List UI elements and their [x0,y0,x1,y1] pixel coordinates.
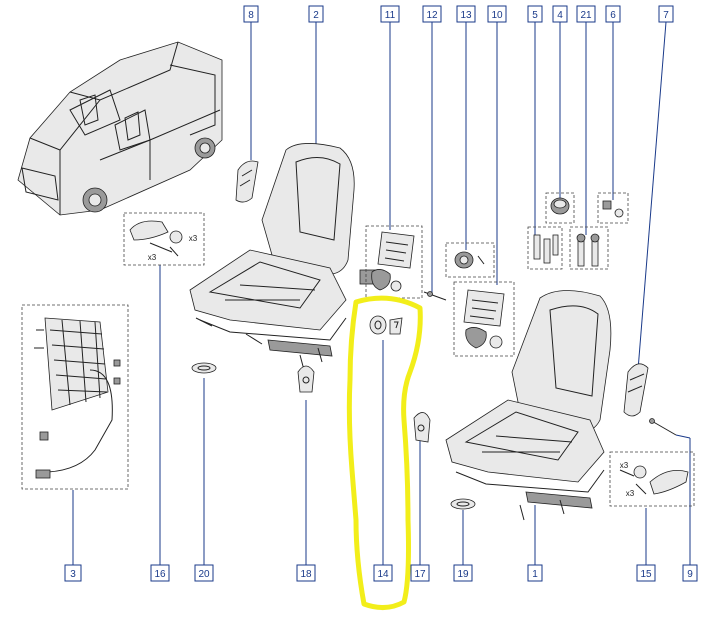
part-17 [413,412,431,443]
callout-9: 9 [682,564,698,582]
part-1-seat-frame [445,290,612,521]
svg-text:5: 5 [532,10,538,21]
van-illustration [17,41,223,216]
part-2-seat-frame [189,143,381,371]
svg-text:21: 21 [580,10,592,21]
highlight-loop [346,295,423,610]
part-6-group [597,192,629,224]
part-18 [297,365,315,393]
callout-21: 21 [576,5,596,23]
callout-1: 1 [527,564,543,582]
callout-14: 14 [373,564,393,582]
callout-17: 17 [410,564,430,582]
callout-12: 12 [422,5,442,23]
svg-text:19: 19 [457,569,469,580]
callout-20: 20 [194,564,214,582]
part-16-group: x3 x3 [123,212,205,266]
svg-text:14: 14 [377,569,389,580]
part-3-group [21,304,129,490]
part-14 [369,315,403,335]
part-15-group: x3 x3 [609,451,695,507]
svg-text:13: 13 [460,10,472,21]
callouts-bottom: 3 16 20 18 14 17 19 1 15 9 [64,564,698,582]
x3-note: x3 [189,234,198,243]
x3-note: x3 [620,461,629,470]
svg-text:12: 12 [426,10,438,21]
callout-7: 7 [658,5,674,23]
part-11-group [365,225,423,299]
svg-text:4: 4 [557,10,563,21]
callout-19: 19 [453,564,473,582]
part-4-group [545,192,575,224]
x3-note: x3 [626,489,635,498]
svg-text:7: 7 [663,10,669,21]
x3-note: x3 [148,253,157,262]
callout-6: 6 [605,5,621,23]
callout-16: 16 [150,564,170,582]
part-20 [191,362,217,374]
part-12 [423,291,447,301]
part-5-group [527,226,563,270]
leader-lines [72,21,691,565]
callout-8: 8 [243,5,259,23]
callout-15: 15 [636,564,656,582]
part-13-group [445,242,495,278]
svg-text:18: 18 [300,569,312,580]
callout-3: 3 [64,564,82,582]
callout-18: 18 [296,564,316,582]
svg-text:6: 6 [610,10,616,21]
part-10-group [453,281,515,357]
callout-4: 4 [552,5,568,23]
callout-10: 10 [487,5,507,23]
callouts-top: 8 2 11 12 13 10 5 4 21 6 7 [243,5,674,23]
svg-text:9: 9 [687,569,693,580]
part-21-group [569,226,609,270]
svg-text:1: 1 [532,569,538,580]
callout-11: 11 [380,5,400,23]
svg-text:11: 11 [385,10,396,21]
svg-text:8: 8 [248,10,254,21]
svg-text:17: 17 [414,569,426,580]
callout-2: 2 [308,5,324,23]
svg-text:3: 3 [70,569,76,580]
callout-13: 13 [456,5,476,23]
callout-5: 5 [527,5,543,23]
part-7 [623,363,649,417]
svg-text:16: 16 [154,569,166,580]
svg-text:2: 2 [313,10,319,21]
part-19 [450,498,476,510]
svg-text:10: 10 [491,10,503,21]
svg-text:20: 20 [198,569,210,580]
part-9 [649,418,677,436]
part-8 [235,160,259,203]
svg-text:15: 15 [640,569,652,580]
